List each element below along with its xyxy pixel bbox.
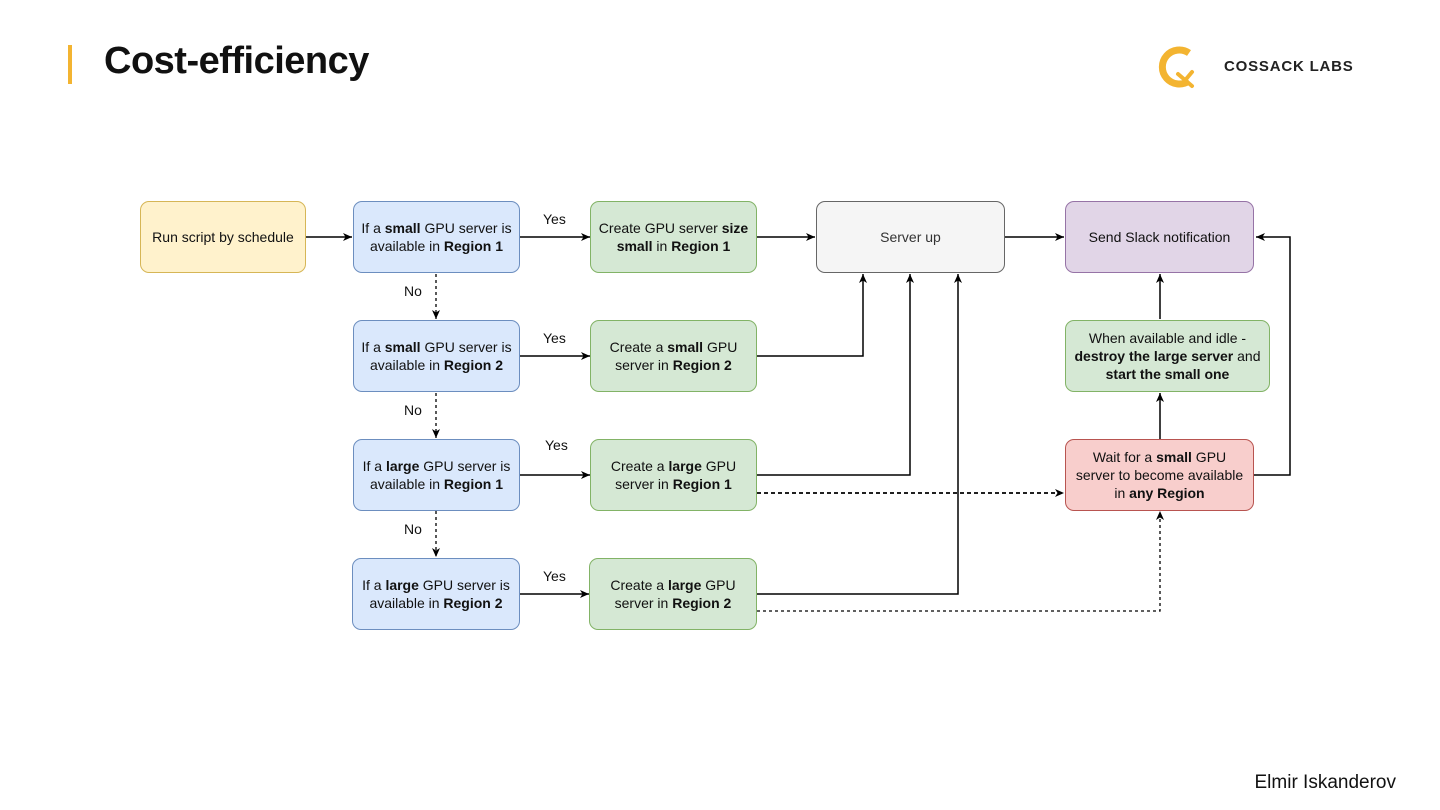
label-no: No	[404, 402, 422, 418]
node-text: Wait for a small GPU server to become av…	[1072, 448, 1247, 502]
node-text-bold: Region 2	[443, 595, 503, 611]
node-text-run: GPU server to become available in	[1075, 449, 1244, 501]
node-text-run: Create GPU server	[598, 220, 722, 236]
node-text-bold: large	[668, 458, 702, 474]
label-no: No	[404, 283, 422, 299]
edge-create3-to-server-up	[757, 274, 914, 476]
node-text-run: GPU server is available in	[369, 458, 511, 492]
title-accent-bar	[68, 45, 72, 84]
node-text-run: Create a	[610, 577, 668, 593]
node-text-bold: Region 2	[443, 357, 504, 373]
node-check-large-region2: If a large GPU server is available in Re…	[352, 558, 520, 630]
node-text-bold: small	[384, 220, 421, 236]
node-text-bold: Region 2	[672, 595, 732, 611]
node-text-run: GPU server is available in	[369, 220, 512, 254]
label-no: No	[404, 521, 422, 537]
edge-wait-to-slack	[1254, 233, 1291, 476]
node-text: Send Slack notification	[1089, 228, 1231, 246]
edge-create4-to-server-up	[757, 274, 962, 595]
node-text: Create a large GPU server in Region 2	[596, 576, 750, 612]
node-create-small-region2: Create a small GPU server in Region 2	[590, 320, 757, 392]
node-swap-servers: When available and idle - destroy the la…	[1065, 320, 1270, 392]
label-yes: Yes	[543, 211, 566, 227]
node-text-bold: Region 1	[671, 238, 731, 254]
label-yes: Yes	[543, 568, 566, 584]
node-text-run: GPU server is available in	[369, 339, 512, 373]
node-text-run: Run script by schedule	[152, 229, 294, 245]
node-text-bold: Region 2	[672, 357, 732, 373]
node-text-bold: destroy the large server	[1074, 348, 1234, 364]
node-server-up: Server up	[816, 201, 1005, 273]
node-text-bold: small	[384, 339, 421, 355]
node-text-bold: Region 1	[443, 476, 504, 492]
node-text: Run script by schedule	[152, 228, 294, 246]
label-yes: Yes	[545, 437, 568, 453]
node-create-small-region1: Create GPU server size small in Region 1	[590, 201, 757, 273]
node-create-large-region2: Create a large GPU server in Region 2	[589, 558, 757, 630]
node-send-slack-notification: Send Slack notification	[1065, 201, 1254, 273]
label-yes: Yes	[543, 330, 566, 346]
node-wait-small-any-region: Wait for a small GPU server to become av…	[1065, 439, 1254, 511]
author-name: Elmir Iskanderov	[1254, 772, 1397, 793]
node-text: When available and idle - destroy the la…	[1072, 329, 1263, 383]
brand-name: COSSACK LABS	[1224, 58, 1354, 75]
node-text-bold: any Region	[1129, 485, 1205, 501]
edge-create2-to-server-up	[757, 274, 867, 357]
node-text: If a small GPU server is available in Re…	[360, 219, 513, 255]
node-text: Create a small GPU server in Region 2	[597, 338, 750, 374]
node-text: If a large GPU server is available in Re…	[359, 576, 513, 612]
node-text-run: GPU server in	[614, 577, 736, 611]
node-text-run: Create a	[609, 339, 668, 355]
node-text-run: When available and idle -	[1088, 330, 1247, 346]
node-text: If a small GPU server is available in Re…	[360, 338, 513, 374]
node-text: If a large GPU server is available in Re…	[360, 457, 513, 493]
node-check-large-region1: If a large GPU server is available in Re…	[353, 439, 520, 511]
node-text-run: Create a	[610, 458, 669, 474]
node-text-run: Wait for a	[1092, 449, 1157, 465]
node-text-bold: large	[667, 577, 702, 593]
node-text-run: in	[652, 238, 672, 254]
node-text: Create GPU server size small in Region 1	[597, 219, 750, 255]
node-text-run: If a	[362, 458, 386, 474]
node-text-run: GPU server is available in	[369, 577, 510, 611]
page-title: Cost-efficiency	[104, 40, 369, 82]
node-check-small-region1: If a small GPU server is available in Re…	[353, 201, 520, 273]
node-text-bold: large	[385, 577, 419, 593]
edge-create4-to-wait	[757, 511, 1164, 612]
node-text-bold: size small	[616, 220, 749, 254]
node-text-run: If a	[361, 339, 385, 355]
node-text-bold: start the small one	[1105, 366, 1230, 382]
node-text-run: If a	[361, 220, 385, 236]
node-text: Create a large GPU server in Region 1	[597, 457, 750, 493]
node-text-bold: small	[1156, 449, 1192, 465]
node-text-bold: Region 1	[443, 238, 504, 254]
node-text-run: If a	[362, 577, 386, 593]
node-check-small-region2: If a small GPU server is available in Re…	[353, 320, 520, 392]
node-create-large-region1: Create a large GPU server in Region 1	[590, 439, 757, 511]
node-text-bold: Region 1	[672, 476, 732, 492]
node-text-run: GPU server in	[615, 458, 737, 492]
node-text-run: Server up	[880, 229, 941, 245]
node-text-run: and	[1233, 348, 1261, 364]
node-text: Server up	[880, 228, 941, 246]
node-text-bold: large	[385, 458, 420, 474]
cossack-labs-logo-icon	[1158, 46, 1194, 88]
node-text-run: GPU server in	[615, 339, 738, 373]
node-run-script: Run script by schedule	[140, 201, 306, 273]
node-text-bold: small	[667, 339, 704, 355]
node-text-run: Send Slack notification	[1088, 229, 1231, 245]
